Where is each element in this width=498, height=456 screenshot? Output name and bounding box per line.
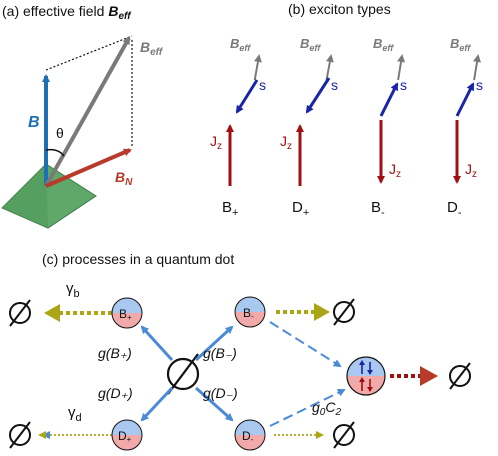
spin-arrow (455, 82, 475, 117)
jz-label: Jz (465, 161, 477, 180)
empty-set-icon (9, 421, 31, 449)
beff-direction-arrow (325, 54, 334, 81)
beff-direction-arrow (397, 54, 405, 81)
exciton-type-label: B- (371, 199, 385, 219)
rate-g-bplus: g(B₊) (98, 345, 132, 361)
state-bminus: B- (234, 296, 266, 328)
panel-b-title: (b) exciton types (288, 1, 391, 17)
empty-set-icon (333, 421, 355, 449)
panel-c-title: (c) processes in a quantum dot (42, 251, 234, 267)
b-label: B (28, 114, 40, 131)
beff-small-label: Beff (230, 36, 251, 53)
beff-arrow (44, 36, 131, 187)
state-bplus: B+ (111, 297, 143, 329)
decay-arrowhead (420, 366, 438, 386)
empty-set-icon (9, 299, 31, 327)
gen-arrow-bminus (194, 325, 234, 362)
exciton-type-label: D+ (292, 199, 309, 219)
decay-arrowhead (44, 304, 60, 322)
gen-arrow-bplus (140, 325, 174, 362)
rate-g-bminus: g(B₋) (203, 345, 237, 361)
bn-arrow (45, 148, 132, 188)
spin-label: s (476, 77, 483, 93)
beff-direction-arrow (253, 54, 262, 81)
jz-label: Jz (210, 133, 222, 152)
spin-arrow (305, 77, 331, 114)
spin-label: s (331, 77, 338, 93)
empty-set-icon (333, 298, 355, 326)
rate-g-dplus: g(D₊) (98, 385, 133, 401)
spin-label: s (400, 77, 407, 93)
rate-g-dminus: g(D₋) (203, 385, 238, 401)
spin-arrow (235, 79, 259, 114)
theta-label: θ (56, 125, 64, 141)
spin-arrow (379, 82, 399, 117)
beff-small-label: Beff (300, 36, 321, 53)
gen-arrow-dplus (140, 386, 174, 422)
state-dplus: D+ (111, 419, 143, 451)
empty-set-icon (449, 362, 471, 390)
panel-a-title: (a) effective field Beff (2, 3, 132, 22)
state-bplus-label: B+ (119, 307, 132, 322)
state-dminus-label: D- (242, 429, 254, 444)
beff-label: Beff (140, 39, 164, 58)
jz-label: Jz (280, 133, 292, 152)
state-dplus-label: D+ (118, 429, 132, 444)
state-bminus-label: B- (243, 306, 254, 321)
state-dminus: D- (234, 419, 266, 451)
decay-arrowhead (314, 303, 330, 321)
beff-small-label: Beff (373, 36, 394, 53)
quantum-dot-pyramid (1, 163, 97, 229)
decay-arrowhead (38, 431, 46, 439)
biexciton-arrow-from-dminus (269, 389, 346, 427)
biexciton-arrow-from-bminus (269, 321, 342, 368)
bn-label: BN (115, 169, 133, 188)
gamma-d-label: γd (68, 404, 82, 424)
spin-label: s (259, 77, 266, 93)
empty-set-center-icon (166, 353, 200, 395)
jz-label: Jz (389, 161, 401, 180)
beff-small-label: Beff (450, 36, 471, 53)
decay-arrowhead (316, 431, 324, 439)
biexciton-state (346, 356, 386, 396)
g0c2-label: g0C2 (312, 399, 341, 418)
dotted-guide-top (45, 35, 133, 71)
gamma-b-label: γb (66, 280, 80, 300)
exciton-type-label: D- (447, 199, 462, 219)
exciton-type-label: B+ (222, 199, 238, 219)
beff-direction-arrow (473, 54, 481, 81)
gen-arrow-dminus (195, 386, 234, 422)
theta-arc (45, 148, 65, 157)
